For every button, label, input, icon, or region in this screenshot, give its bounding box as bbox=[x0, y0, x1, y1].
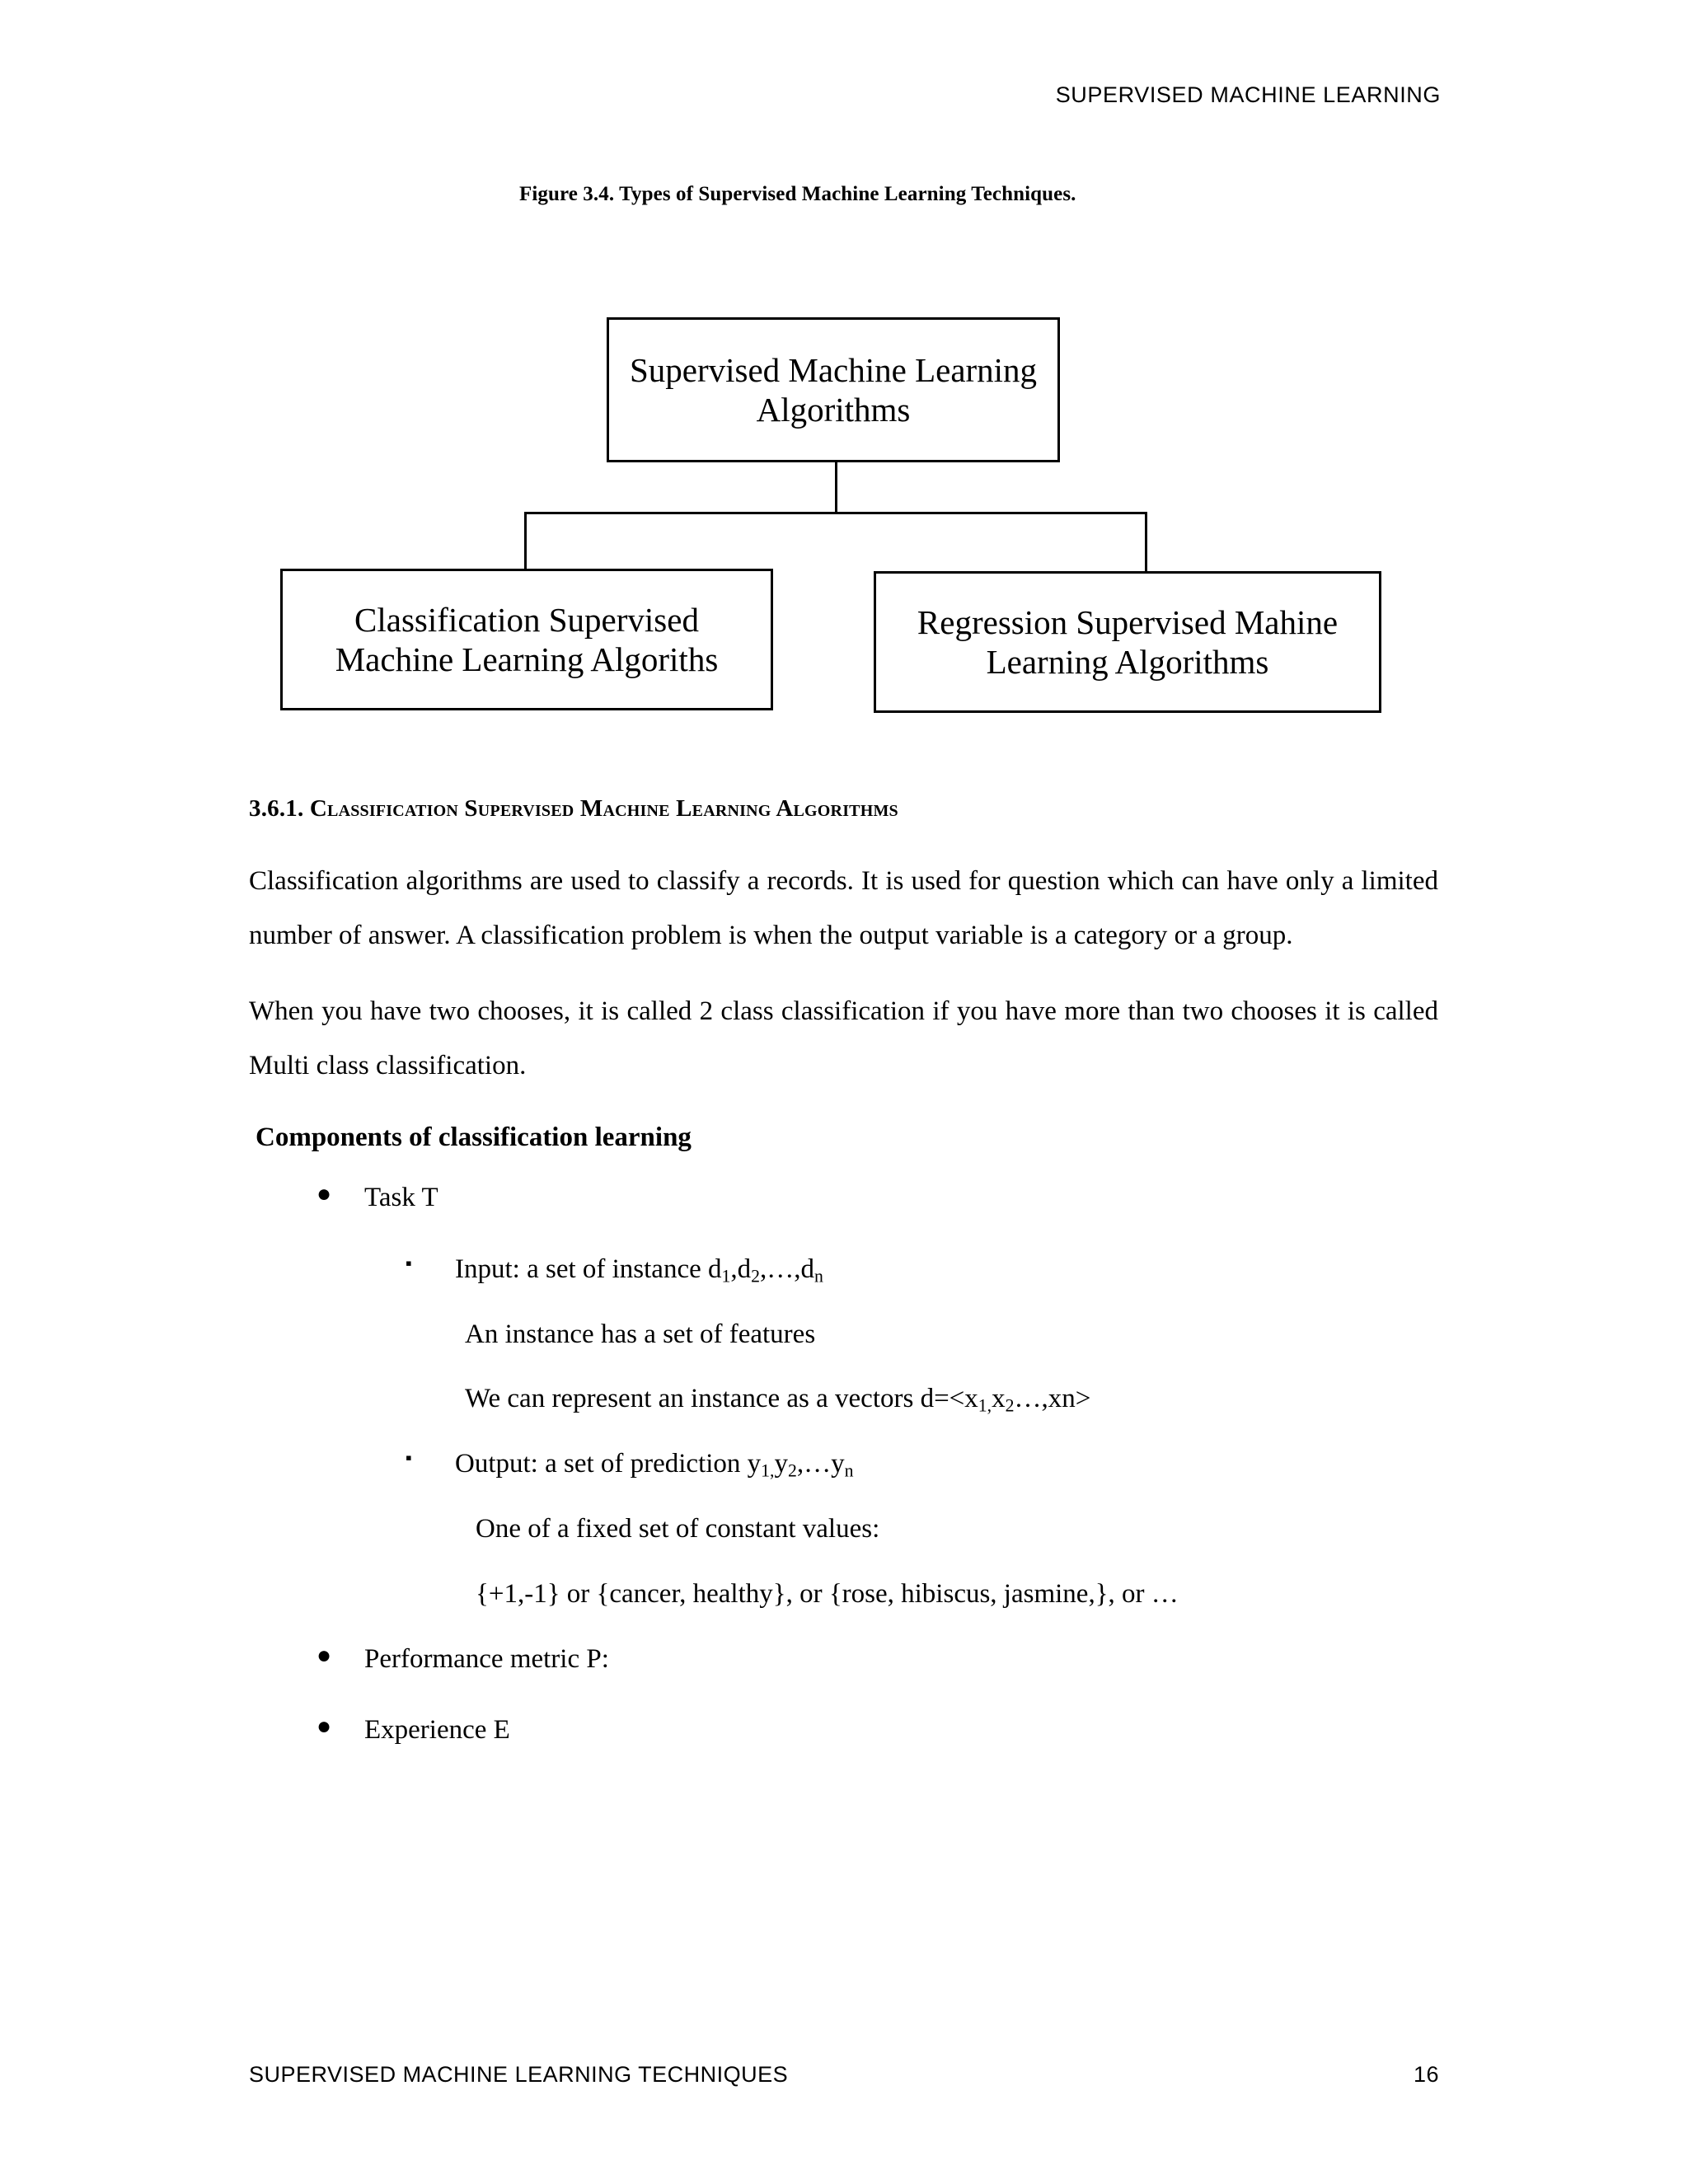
connector-drop-left bbox=[524, 512, 527, 571]
list-item-input-label: Input: a set of instance d bbox=[455, 1254, 722, 1284]
list-item-output: ▪ Output: a set of prediction y1,y2,…yn bbox=[249, 1442, 1438, 1486]
bullet-disc-icon: ● bbox=[316, 1641, 332, 1669]
connector-drop-right bbox=[1145, 512, 1147, 574]
bullet-disc-icon: ● bbox=[316, 1713, 332, 1741]
diagram-node-root: Supervised Machine Learning Algorithms bbox=[607, 317, 1060, 462]
input-separator-1: ,d bbox=[730, 1254, 752, 1284]
vector-subscript-1: 1, bbox=[978, 1396, 992, 1417]
output-separator-2: ,…y bbox=[796, 1449, 845, 1479]
list-item-input: ▪ Input: a set of instance d1,d2,…,dn bbox=[249, 1248, 1438, 1291]
list-item-experience-label: Experience E bbox=[364, 1715, 510, 1746]
list-item-task: ● Task T bbox=[249, 1176, 1438, 1220]
output-separator-1: y bbox=[774, 1449, 789, 1479]
output-subscript-1: 1, bbox=[761, 1460, 775, 1481]
paragraph-class-count: When you have two chooses, it is called … bbox=[249, 996, 1438, 1080]
bullet-square-icon: ▪ bbox=[406, 1252, 412, 1273]
bullet-square-icon: ▪ bbox=[406, 1447, 412, 1469]
vector-subscript-2: 2 bbox=[1005, 1396, 1015, 1417]
subheading-components: Components of classification learning bbox=[256, 1122, 692, 1152]
figure-diagram: Supervised Machine Learning Algorithms C… bbox=[0, 313, 1688, 713]
body-content: 3.6.1. Classification Supervised Machine… bbox=[249, 795, 1438, 1780]
connector-stem bbox=[835, 462, 837, 512]
text-instance-features: An instance has a set of features bbox=[465, 1319, 816, 1349]
output-subscript-2: 2 bbox=[788, 1460, 797, 1481]
text-value-examples: {+1,-1} or {cancer, healthy}, or {rose, … bbox=[476, 1578, 1179, 1609]
vector-tail: …,xn> bbox=[1014, 1384, 1091, 1414]
input-subscript-1: 1 bbox=[721, 1266, 731, 1286]
list-item-task-label: Task T bbox=[364, 1183, 438, 1212]
section-heading: 3.6.1. Classification Supervised Machine… bbox=[249, 795, 898, 822]
text-vector-representation: We can represent an instance as a vector… bbox=[249, 1377, 1438, 1421]
footer-title: SUPERVISED MACHINE LEARNING TECHNIQUES bbox=[249, 2062, 789, 2087]
footer-page-number: 16 bbox=[1413, 2062, 1439, 2087]
output-subscript-n: n bbox=[844, 1460, 854, 1481]
list-item-performance: ● Performance metric P: bbox=[249, 1638, 1438, 1681]
paragraph-classification-intro: Classification algorithms are used to cl… bbox=[249, 866, 1438, 950]
input-subscript-2: 2 bbox=[751, 1266, 761, 1286]
bullet-disc-icon: ● bbox=[316, 1180, 332, 1207]
input-subscript-n: n bbox=[814, 1266, 823, 1286]
input-separator-2: ,…,d bbox=[760, 1254, 815, 1284]
running-header: SUPERVISED MACHINE LEARNING bbox=[1055, 82, 1441, 107]
page-footer: SUPERVISED MACHINE LEARNING TECHNIQUES 1… bbox=[249, 2062, 1439, 2088]
diagram-node-regression: Regression Supervised Mahine Learning Al… bbox=[874, 571, 1381, 713]
connector-bar bbox=[524, 512, 1147, 514]
list-item-experience: ● Experience E bbox=[249, 1708, 1438, 1752]
text-constant-values: One of a fixed set of constant values: bbox=[476, 1513, 880, 1544]
list-item-performance-label: Performance metric P: bbox=[364, 1643, 609, 1674]
vector-label: We can represent an instance as a vector… bbox=[465, 1384, 978, 1414]
vector-separator: x bbox=[992, 1384, 1006, 1414]
diagram-node-classification: Classification Supervised Machine Learni… bbox=[280, 569, 773, 710]
list-item-output-label: Output: a set of prediction y bbox=[455, 1449, 762, 1479]
figure-caption: Figure 3.4. Types of Supervised Machine … bbox=[519, 183, 1076, 205]
